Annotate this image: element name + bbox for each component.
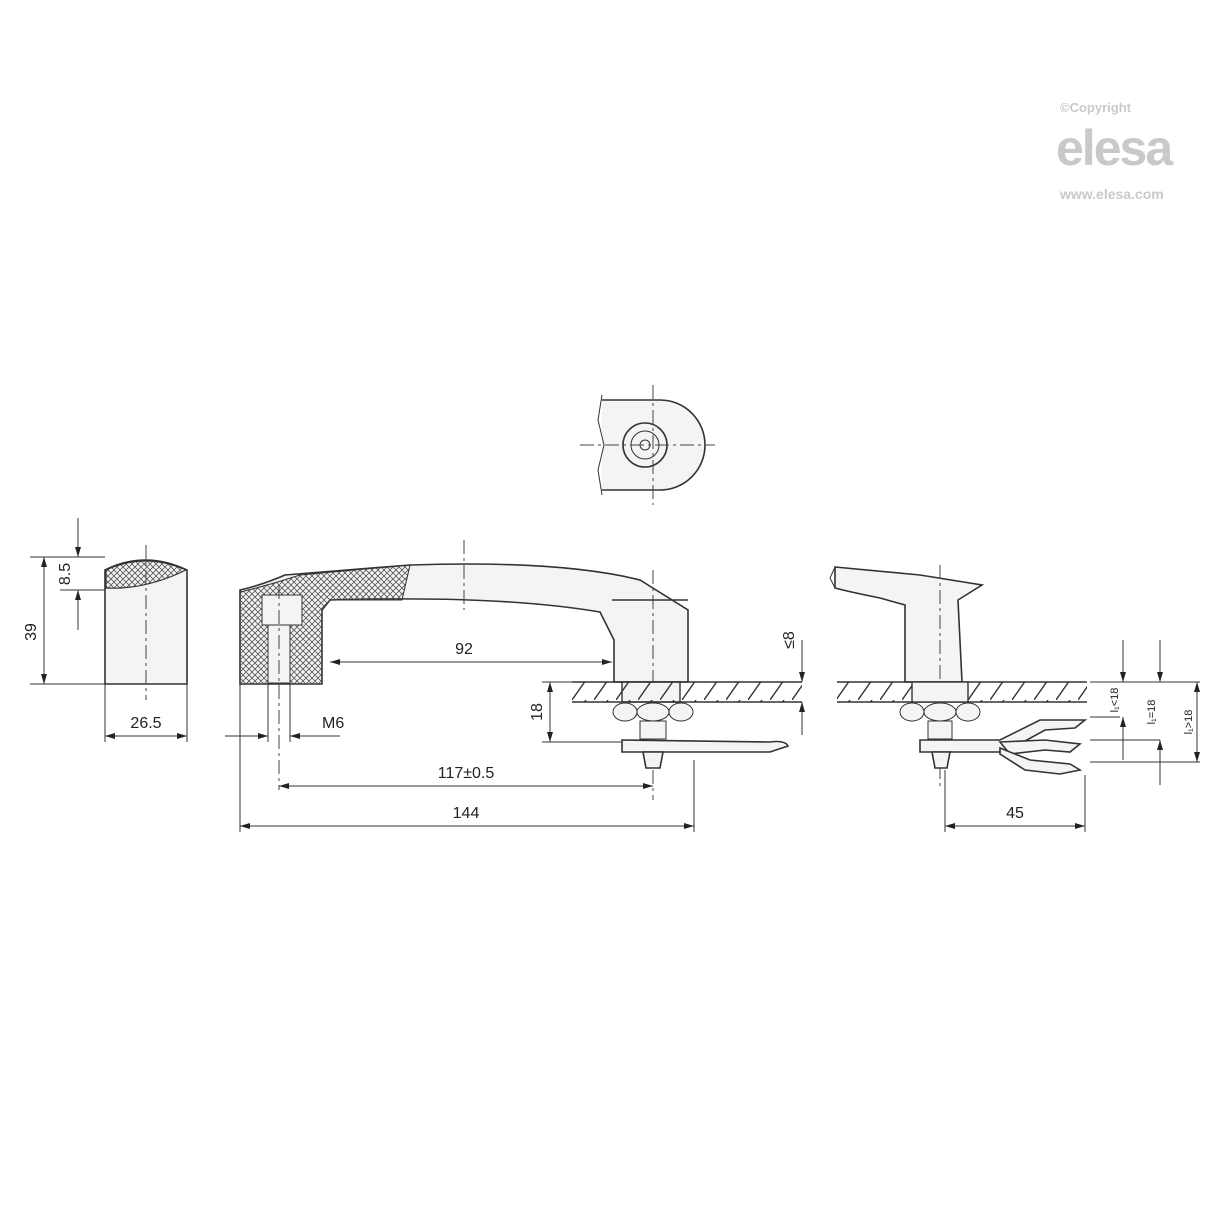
dim-45: 45 <box>1006 805 1024 822</box>
side-view: 39 8.5 26.5 <box>23 518 188 742</box>
dim-39: 39 <box>23 623 40 641</box>
dim-l1-equal-18: l₁=18 <box>1146 700 1158 725</box>
brand-text: elesa <box>1056 120 1174 176</box>
dim-max-8: ≤8 <box>781 631 798 649</box>
dim-m6: M6 <box>322 715 344 732</box>
dim-92: 92 <box>455 641 473 658</box>
dim-144: 144 <box>453 805 480 822</box>
right-view: l₁<18 l₁=18 l₁>18 45 <box>829 565 1200 832</box>
dim-8-5: 8.5 <box>57 563 74 585</box>
dim-117: 117±0.5 <box>438 765 495 782</box>
dim-18: 18 <box>529 703 546 721</box>
front-view: 92 M6 117±0.5 144 18 ≤8 <box>225 540 805 832</box>
elesa-logo: ©Copyright elesa www.elesa.com <box>1056 100 1176 202</box>
copyright-text: ©Copyright <box>1060 100 1132 115</box>
url-text: www.elesa.com <box>1059 186 1164 202</box>
dim-l1-less-18: l₁<18 <box>1109 688 1121 713</box>
dim-l1-greater-18: l₁>18 <box>1183 710 1195 735</box>
dim-26-5: 26.5 <box>130 715 161 732</box>
top-view <box>580 385 715 505</box>
